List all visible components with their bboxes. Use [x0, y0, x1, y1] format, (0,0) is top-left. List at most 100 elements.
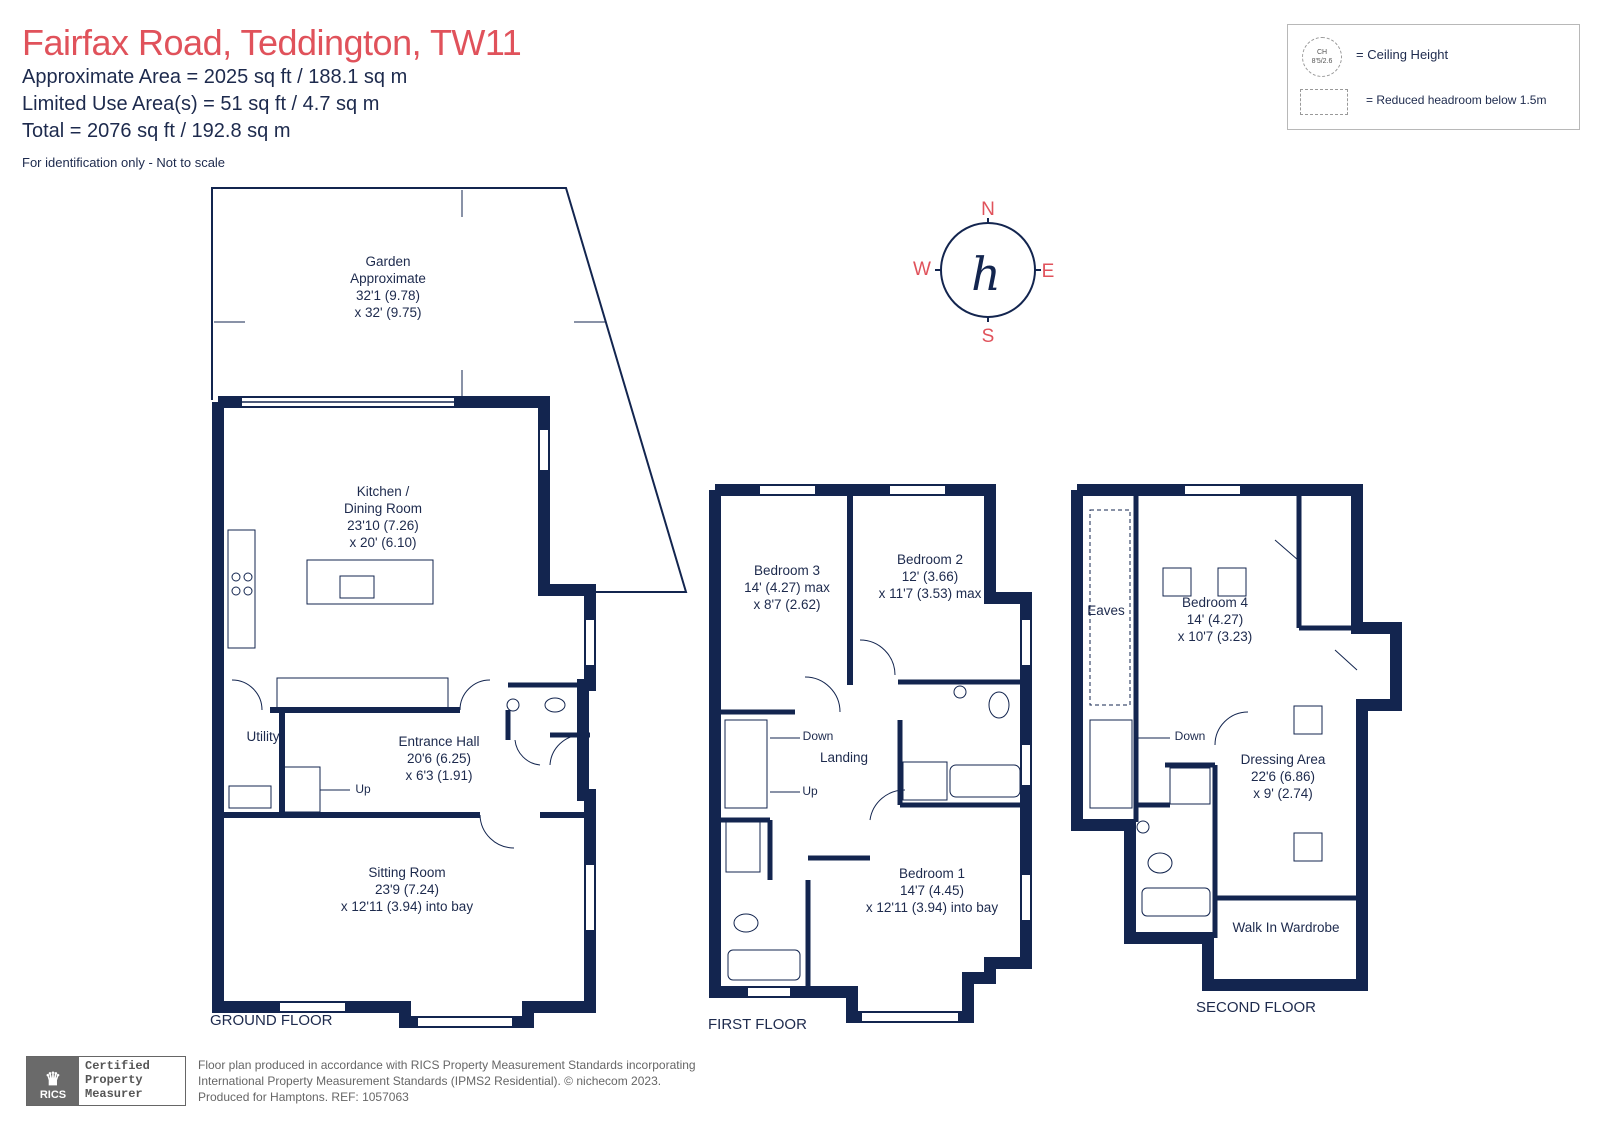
room-label-line: 32'1 (9.78) [356, 288, 420, 303]
ceiling-height-symbol: CH 8'5/2.6 [1302, 37, 1342, 77]
disclaimer-line-2: International Property Measurement Stand… [198, 1074, 662, 1088]
sitting-door [479, 814, 515, 849]
bed2-door [859, 639, 896, 676]
rics-mark-text: RICS [39, 1089, 67, 1101]
room-label-line: Walk In Wardrobe [1232, 920, 1339, 935]
room-label-line: x 32' (9.75) [354, 305, 421, 320]
approximate-area: Approximate Area = 2025 sq ft / 188.1 sq… [22, 66, 408, 88]
room-label-line: Garden [365, 254, 410, 269]
room-label-line: 14' (4.27) [1187, 612, 1244, 627]
ensuite-door [1214, 711, 1249, 746]
room-label-line: Bedroom 2 [897, 552, 963, 567]
rics-mark: ♛ RICS [27, 1057, 79, 1105]
disclaimer-line-3: Produced for Hamptons. REF: 1057063 [198, 1090, 409, 1104]
room-label-line: Dressing Area [1241, 752, 1326, 767]
room-label-line: 20'6 (6.25) [407, 751, 471, 766]
compass-south: S [982, 326, 995, 347]
room-label-line: Kitchen / [357, 484, 410, 499]
rics-line-2: Property [85, 1073, 143, 1087]
room-label-line: x 12'11 (3.94) into bay [341, 899, 473, 914]
hob-ring-icon [231, 586, 241, 596]
basin [1136, 820, 1150, 834]
room-label-line: Dining Room [344, 501, 422, 516]
cupboard-door [1334, 649, 1358, 671]
room-label-line: 12' (3.66) [902, 569, 959, 584]
total-area: Total = 2076 sq ft / 192.8 sq m [22, 120, 291, 142]
room-label-line: Bedroom 1 [899, 866, 965, 881]
label-ground-floor: GROUND FLOOR [210, 1012, 333, 1029]
skylight [1162, 567, 1192, 597]
kitchen-unit [276, 677, 449, 711]
eaves-reduced-headroom [1089, 509, 1131, 706]
hob-ring-icon [231, 572, 241, 582]
room-label-line: Approximate [350, 271, 426, 286]
compass: N S E W h [913, 199, 1054, 347]
label-second-down: Down [1175, 729, 1206, 743]
utility-sink [228, 785, 272, 809]
room-label-line: Entrance Hall [398, 734, 479, 749]
room-label-line: 22'6 (6.86) [1251, 769, 1315, 784]
label-landing: Landing [820, 750, 868, 765]
bath-tub [949, 764, 1021, 798]
second-floor-plan [1071, 484, 1402, 991]
first-floor-stairs [724, 719, 768, 809]
shower-tray [902, 761, 948, 801]
legend: CH 8'5/2.6 = Ceiling Height = Reduced he… [1287, 24, 1580, 130]
skylight [1217, 567, 1247, 597]
ceiling-height-label: = Ceiling Height [1356, 47, 1449, 62]
cupboard-door [1274, 539, 1299, 561]
label-eaves: Eaves [1087, 603, 1125, 618]
room-label-line: Utility [247, 729, 280, 744]
kitchen-island [306, 559, 434, 605]
first-floor-walls [709, 484, 1032, 1023]
label-first-floor: FIRST FLOOR [708, 1016, 807, 1033]
second-floor-stairs [1089, 719, 1133, 809]
page-title: Fairfax Road, Teddington, TW11 [22, 22, 522, 63]
label-ground-up: Up [355, 782, 371, 796]
compass-north: N [981, 199, 995, 220]
skylight [1293, 832, 1323, 862]
compass-west: W [913, 259, 931, 280]
island-sink [339, 575, 375, 599]
compass-logo: h [971, 247, 1001, 301]
room-label-line: Bedroom 4 [1182, 595, 1249, 610]
rics-lion-icon: ♛ [44, 1069, 62, 1089]
kitchen-door [459, 679, 491, 711]
room-label-line: Landing [820, 750, 868, 765]
ceiling-symbol-line1: CH [1316, 49, 1328, 56]
first-floor-plan [709, 484, 1032, 1023]
reduced-headroom-label: = Reduced headroom below 1.5m [1366, 93, 1547, 107]
wc-door [514, 739, 541, 766]
bed1-door [869, 789, 906, 821]
ceiling-symbol-line2: 8'5/2.6 [1311, 58, 1333, 65]
kitchen-worktop [227, 529, 256, 649]
utility-door [231, 679, 263, 711]
label-first-down: Down [803, 729, 834, 743]
rics-text: Certified Property Measurer [79, 1057, 185, 1105]
toilet [1147, 852, 1173, 874]
front-door [549, 734, 583, 766]
scale-note: For identification only - Not to scale [22, 155, 226, 170]
room-label-line: x 12'11 (3.94) into bay [866, 900, 998, 915]
room-label-line: 14'7 (4.45) [900, 883, 964, 898]
shower-tray [1169, 767, 1211, 805]
wc-basin [506, 698, 520, 712]
rics-certified-logo: ♛ RICS Certified Property Measurer [26, 1056, 186, 1106]
label-walk-in-wardrobe: Walk In Wardrobe [1232, 920, 1339, 935]
room-label-line: Bedroom 3 [754, 563, 820, 578]
bath-tub [1141, 887, 1211, 917]
hob-ring-icon [243, 586, 253, 596]
ensuite-toilet [733, 913, 759, 933]
room-label-line: Sitting Room [368, 865, 445, 880]
disclaimer-line-1: Floor plan produced in accordance with R… [198, 1058, 696, 1072]
reduced-headroom-symbol [1300, 89, 1348, 115]
wc-toilet [544, 697, 566, 713]
room-label-line: 23'10 (7.26) [347, 518, 419, 533]
